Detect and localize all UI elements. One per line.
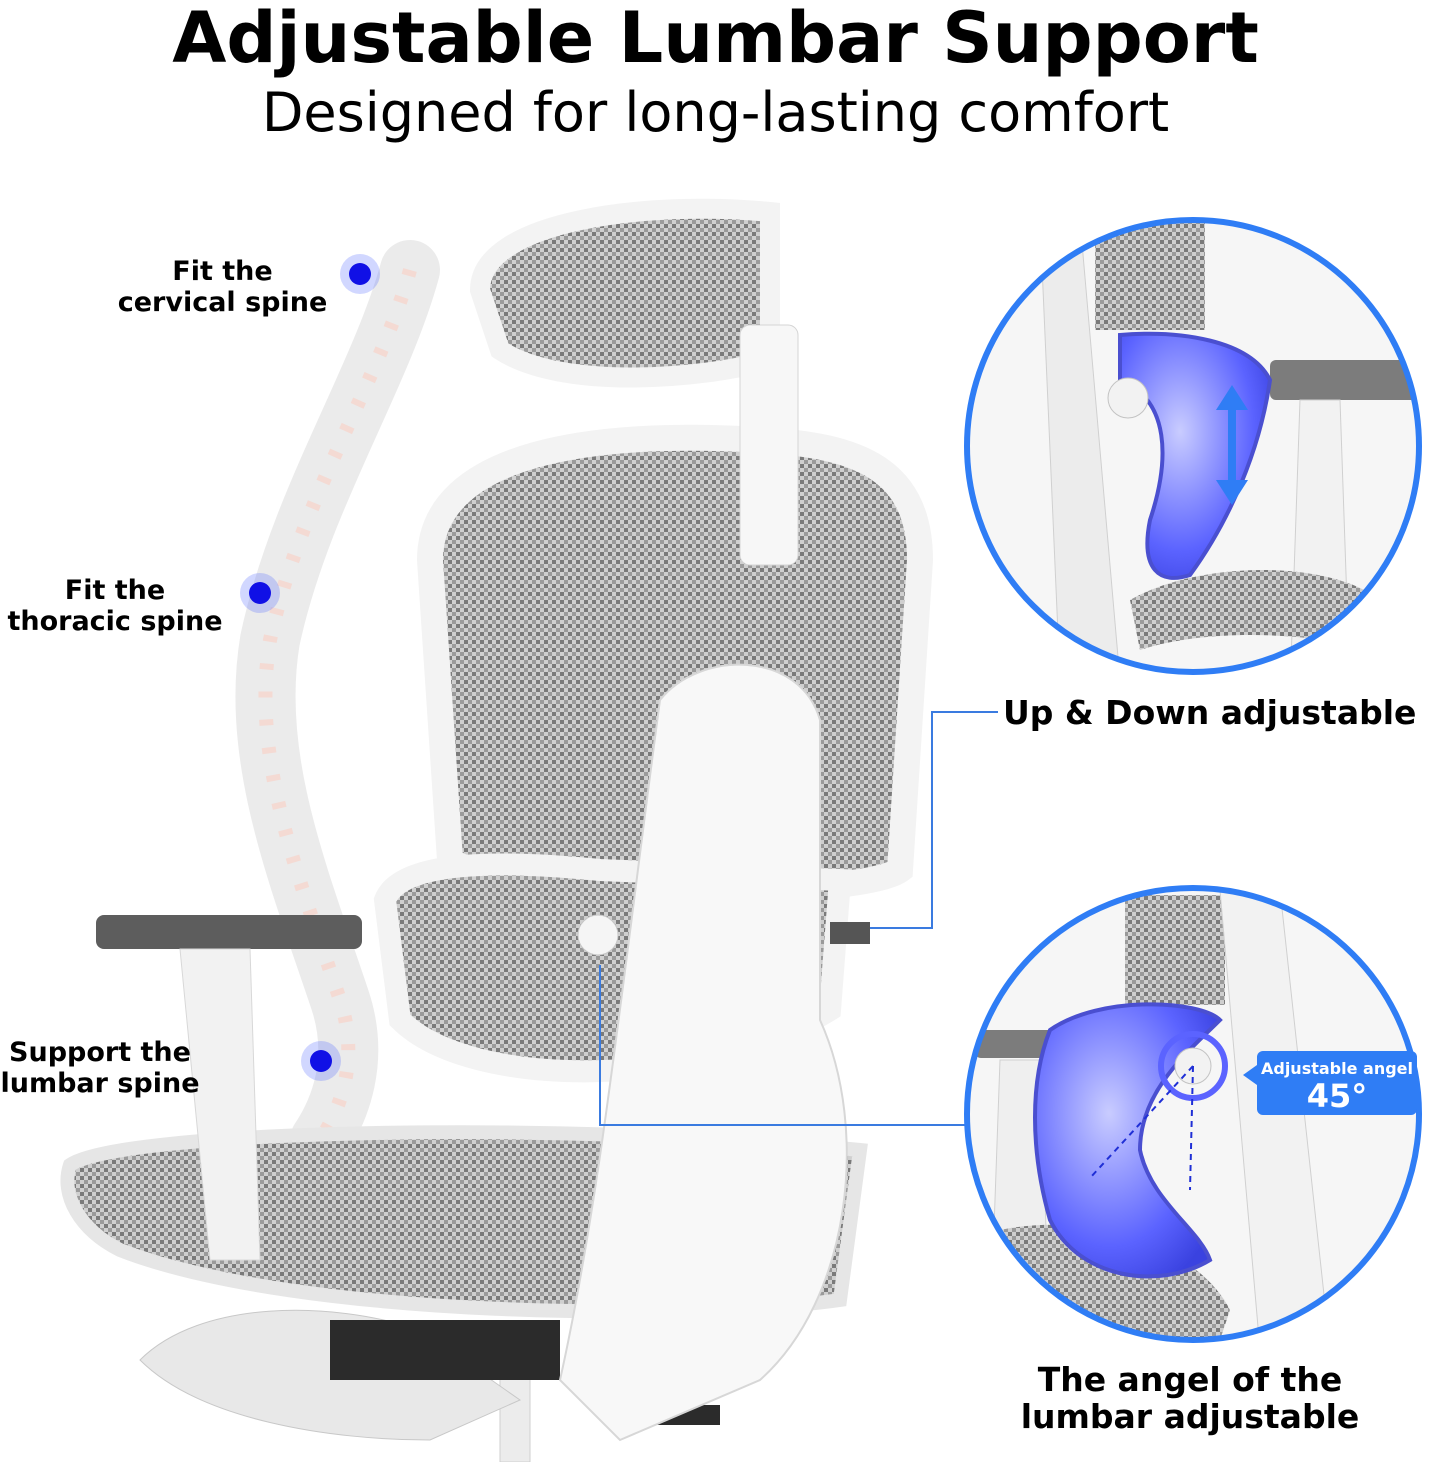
adjustable-angle-badge: Adjustable angel 45°: [1243, 1051, 1417, 1115]
thoracic-spine-label: Fit the thoracic spine: [7, 575, 223, 637]
inset-up-down: [964, 217, 1422, 675]
adjustable-angle-label: Adjustable angel: [1260, 1059, 1413, 1078]
up-down-arrow-icon: [1216, 385, 1248, 505]
page-title: Adjustable Lumbar Support: [172, 0, 1259, 79]
spine-graphic: [235, 240, 440, 1170]
adjustable-angle-value: 45°: [1306, 1077, 1368, 1115]
inset-angle: [964, 885, 1422, 1343]
thoracic-marker-dot: [240, 573, 280, 613]
chair-headrest: [469, 198, 799, 566]
armrest: [96, 915, 362, 1261]
page-subtitle: Designed for long-lasting comfort: [261, 81, 1170, 144]
cervical-marker-dot: [340, 254, 380, 294]
up-down-adjustable-label: Up & Down adjustable: [1003, 693, 1417, 732]
chair-frame: [558, 663, 870, 1442]
lumbar-spine-label: Support the lumbar spine: [0, 1037, 200, 1099]
callout-lines: [599, 711, 1045, 1126]
cervical-spine-label: Fit the cervical spine: [117, 256, 328, 318]
lumbar-marker-dot: [301, 1041, 341, 1081]
angle-adjustable-caption: The angel of the lumbar adjustable: [1020, 1360, 1360, 1436]
